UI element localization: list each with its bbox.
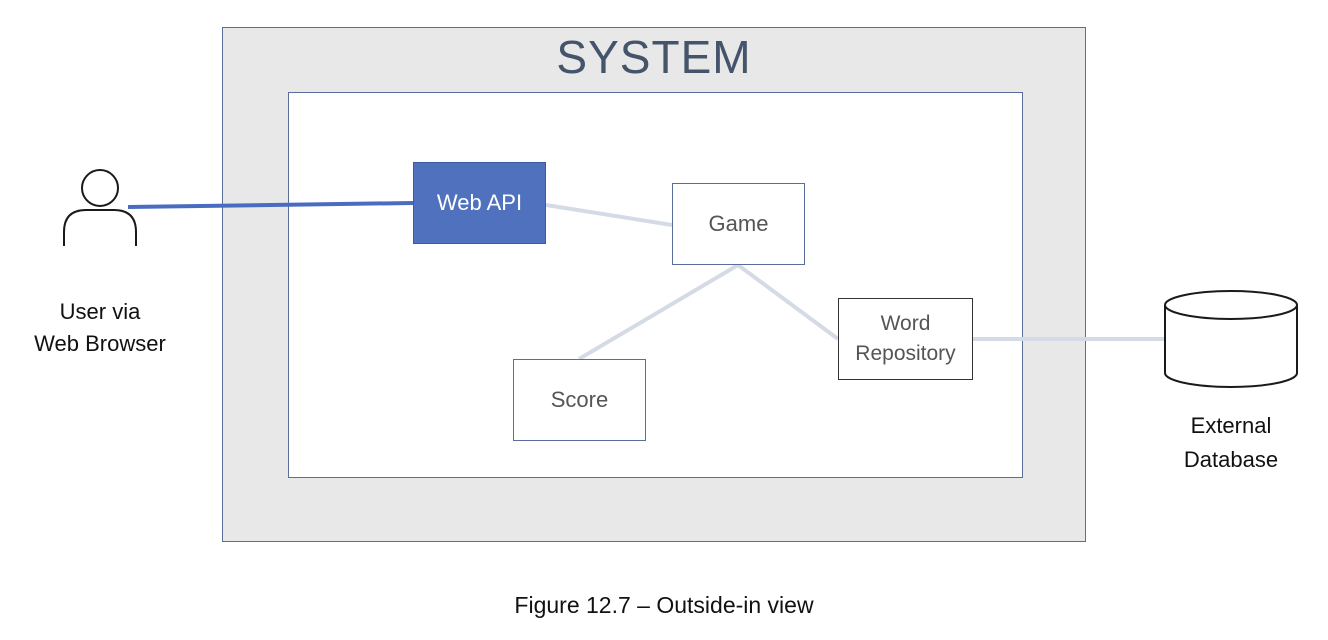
game-label: Game [708,211,769,236]
user-label: User via Web Browser [0,296,200,360]
database-label: External Database [1131,409,1328,477]
database-label-line1: External [1190,413,1272,438]
user-label-line1: User via [59,299,141,324]
connector-game-score [577,263,740,361]
user-icon [63,169,137,246]
game-box: Game [672,183,805,265]
system-inner-area [288,92,1023,478]
user-label-line2: Web Browser [34,331,166,356]
system-title: SYSTEM [556,31,752,83]
web-api-box: Web API [413,162,546,244]
word-repository-label-line1: Word [880,312,931,335]
connector-webapi-game [545,203,673,227]
score-box: Score [513,359,646,441]
connector-game-wordrepo [736,263,840,341]
web-api-label: Web API [436,190,523,215]
score-label: Score [550,387,609,412]
word-repository-box: Word Repository [838,298,973,380]
database-icon [1164,290,1298,388]
figure-caption: Figure 12.7 – Outside-in view [514,592,814,618]
database-label-line2: Database [1183,447,1279,472]
connector-user-webapi [127,201,414,209]
word-repository-label-line2: Repository [855,342,956,365]
